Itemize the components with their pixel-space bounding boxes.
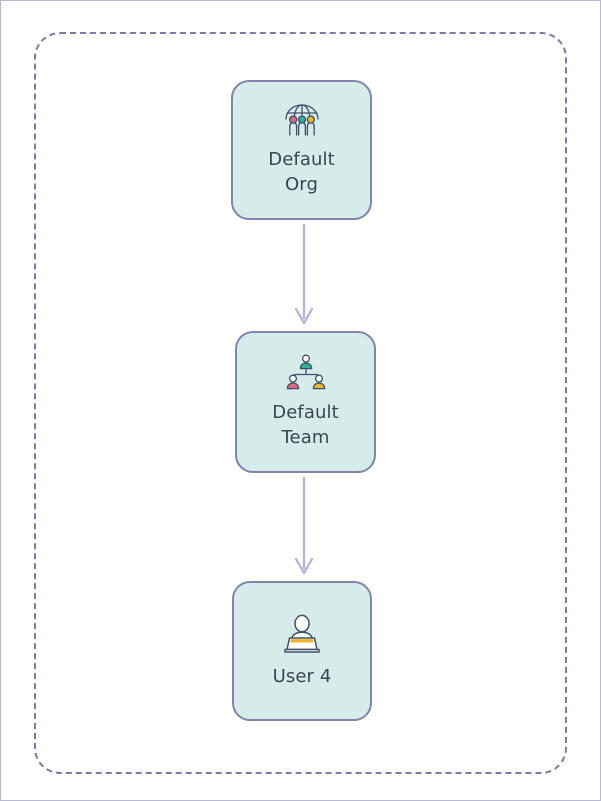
- node-user-4[interactable]: User 4: [232, 581, 372, 721]
- globe-people-icon: [279, 103, 325, 141]
- node-default-team[interactable]: Default Team: [235, 331, 376, 473]
- node-label-org: Default Org: [268, 149, 335, 195]
- team-hierarchy-icon: [284, 354, 328, 394]
- node-label-user: User 4: [272, 665, 332, 687]
- dashed-group-container: [34, 32, 567, 774]
- user-laptop-icon: [280, 614, 324, 658]
- node-label-team: Default Team: [272, 402, 339, 448]
- node-default-org[interactable]: Default Org: [231, 80, 372, 220]
